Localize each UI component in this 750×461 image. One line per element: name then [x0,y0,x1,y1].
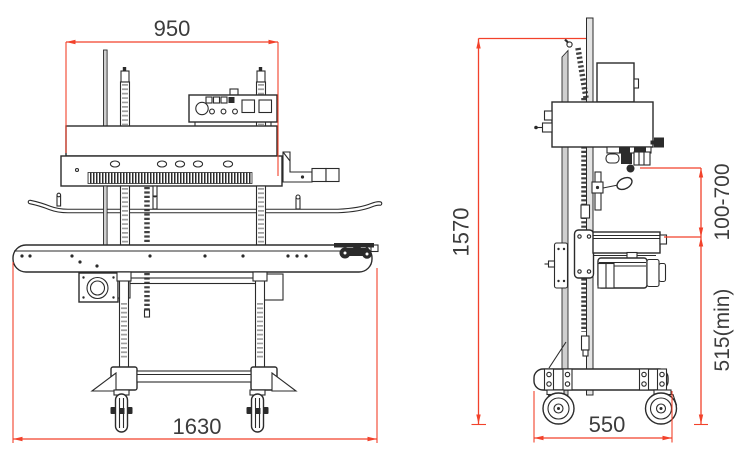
side-view [533,17,678,425]
small-knob-icon [232,108,238,115]
tilt-rack-icon [575,47,589,99]
seal-roller-assembly [605,146,652,173]
indicator-light-icon [220,96,228,104]
top-housing [596,62,640,106]
vent-grille-icon [87,172,253,184]
dimension-label-table-min-height: 515(min) [711,289,734,372]
leg-frame [90,271,298,392]
conveyor [12,243,379,273]
support-posts [103,185,267,246]
control-panel [188,88,278,126]
dimension-label-head-width: 950 [154,16,191,41]
speed-controller-icon [258,99,273,114]
dimension-1630: 1630 [12,262,378,443]
front-caster-right [246,389,269,433]
base-side [533,341,669,391]
gusset-icon [271,371,298,392]
sealing-head-side [534,101,664,148]
drive-sprocket-icon [334,243,374,259]
panel-hinge [229,88,239,96]
sealing-head [60,125,283,187]
crank-handle [591,171,633,211]
dimension-label-seal-height-range: 100-700 [711,163,734,240]
gusset-icon [90,371,117,392]
dimension-515min: 515(min) [694,237,734,426]
conveyor-side [544,229,668,289]
dimension-label-overall-height: 1570 [449,208,474,257]
belt-motor-icon [597,257,667,289]
small-knob-icon [220,108,227,115]
side-caster-left [542,389,575,425]
dimension-950: 950 [65,16,279,176]
front-caster-left [110,389,133,433]
temp-controller-icon [241,99,256,114]
dimension-550: 550 [533,391,673,443]
dimension-100-700: 100-700 [640,163,734,241]
crank-knob-icon [616,176,633,191]
film-guide-rail [27,192,383,214]
power-knob-icon [195,101,209,116]
dimension-label-overall-length: 1630 [173,414,222,439]
left-adjust-screw [119,67,131,128]
outfeed-bracket [282,151,340,183]
film-roll-pole [103,49,108,128]
indicator-light-icon [212,96,221,104]
dimension-label-base-depth: 550 [589,412,626,437]
small-knob-icon [209,108,215,115]
front-view [12,49,383,433]
indicator-light-icon [228,97,235,103]
indicator-light-icon [205,96,213,104]
dimension-1570: 1570 [449,37,586,426]
vertical-column [561,17,594,396]
